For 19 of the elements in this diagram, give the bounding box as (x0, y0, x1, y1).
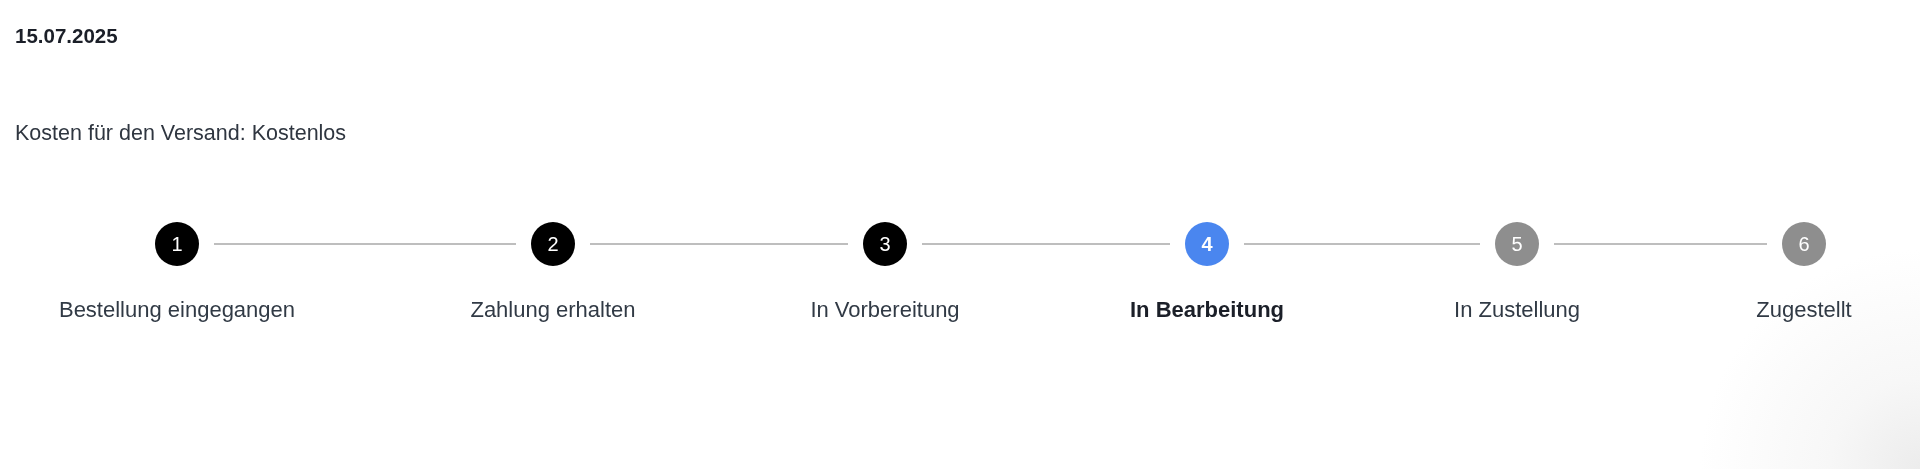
step-number: 1 (170, 232, 184, 257)
date-text: 15.07.2025 (15, 24, 118, 48)
step-label: In Vorbereitung (810, 297, 960, 323)
connector-line (1553, 243, 1768, 245)
connector-line (589, 243, 849, 245)
step-label: Zahlung erhalten (470, 297, 636, 323)
step-number: 6 (1797, 232, 1811, 257)
step-label: In Bearbeitung (1130, 297, 1284, 323)
step-label: Zugestellt (1756, 297, 1852, 323)
connector-line (921, 243, 1171, 245)
step-number: 5 (1510, 232, 1524, 257)
step-label: Bestellung eingegangen (58, 297, 296, 323)
connector-line (1243, 243, 1481, 245)
step-number: 4 (1200, 232, 1214, 257)
step-number: 2 (546, 232, 560, 257)
step-label: In Zustellung (1454, 297, 1580, 323)
shipping-cost-text: Kosten für den Versand: Kostenlos (15, 121, 347, 146)
connector-line (213, 243, 517, 245)
step-number: 3 (878, 232, 892, 257)
